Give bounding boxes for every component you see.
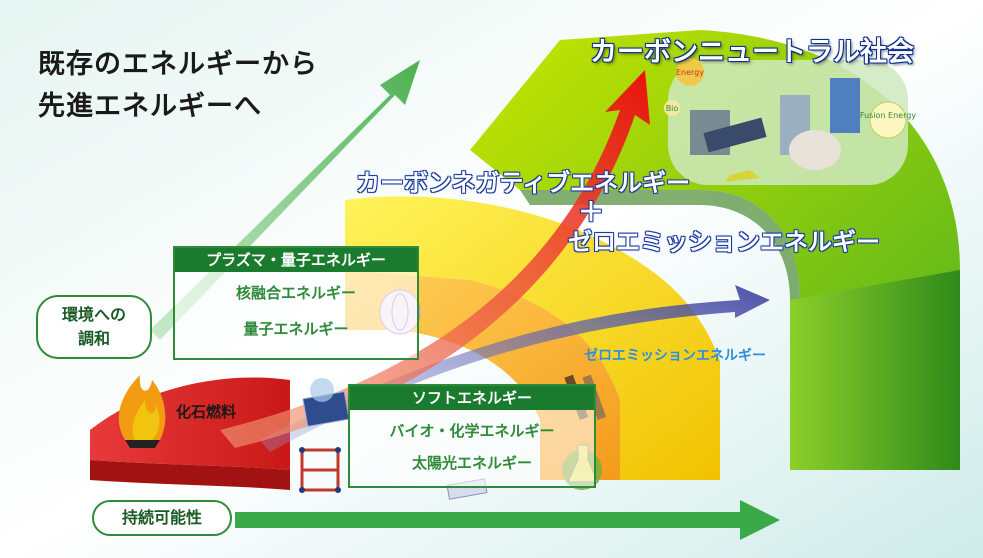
bio-chemical-energy-item: バイオ・化学エネルギー (389, 422, 555, 440)
solar-panel-icon (703, 117, 767, 153)
fusion-energy-item: 核融合エネルギー (235, 284, 356, 302)
fossil-block-side (90, 460, 290, 490)
zero-emission-small-label: ゼロエミッションエネルギー (584, 348, 766, 364)
sustainability-axis-label: 持続可能性 (92, 500, 232, 536)
plasma-box-header: プラズマ・量子エネルギー (175, 248, 417, 272)
quantum-energy-item: 量子エネルギー (243, 320, 349, 338)
flame-icon (118, 375, 166, 448)
plasma-quantum-box: プラズマ・量子エネルギー 核融合エネルギー 量子エネルギー (173, 246, 419, 360)
zero-emission-label: ゼロエミッションエネルギー (568, 228, 880, 256)
harmony-axis-label: 環境への 調和 (36, 295, 152, 359)
harmony-line-1: 環境への (61, 305, 126, 324)
soft-box-header: ソフトエネルギー (350, 386, 594, 410)
solar-energy-item: 太陽光エネルギー (411, 454, 532, 472)
carbon-negative-label: カーボンネガティブエネルギー (356, 169, 691, 197)
title-line-2: 先進エネルギーへ (38, 91, 262, 122)
car-icon (725, 170, 760, 182)
solar-panel-small-icon (302, 378, 350, 428)
sustainability-arrow (235, 500, 780, 540)
fusion-badge-icon (869, 101, 907, 139)
fossil-fuel-label: 化石燃料 (176, 403, 237, 421)
soft-energy-box: ソフトエネルギー バイオ・化学エネルギー 太陽光エネルギー (348, 384, 596, 488)
office-icon (830, 78, 860, 133)
title-line-1: 既存のエネルギーから (38, 49, 318, 80)
green-block-front (790, 270, 960, 470)
bio-badge-icon (664, 100, 680, 116)
fusion-torus-icon (789, 130, 841, 170)
atomic-lattice-icon (299, 447, 341, 493)
energy-badge-text: Energy (676, 68, 704, 77)
bio-badge-text: Bio (666, 104, 679, 113)
city-illustration: Energy Fusion Energy Bio (664, 58, 916, 185)
plus-label: ＋ (578, 198, 605, 228)
fusion-badge-text: Fusion Energy (860, 111, 916, 120)
zero-emission-arrow (260, 285, 770, 452)
goal-title: カーボンニュートラル社会 (590, 37, 914, 68)
energy-badge-icon (676, 58, 704, 86)
harmony-line-2: 調和 (77, 329, 110, 348)
yellow-block (345, 196, 720, 481)
